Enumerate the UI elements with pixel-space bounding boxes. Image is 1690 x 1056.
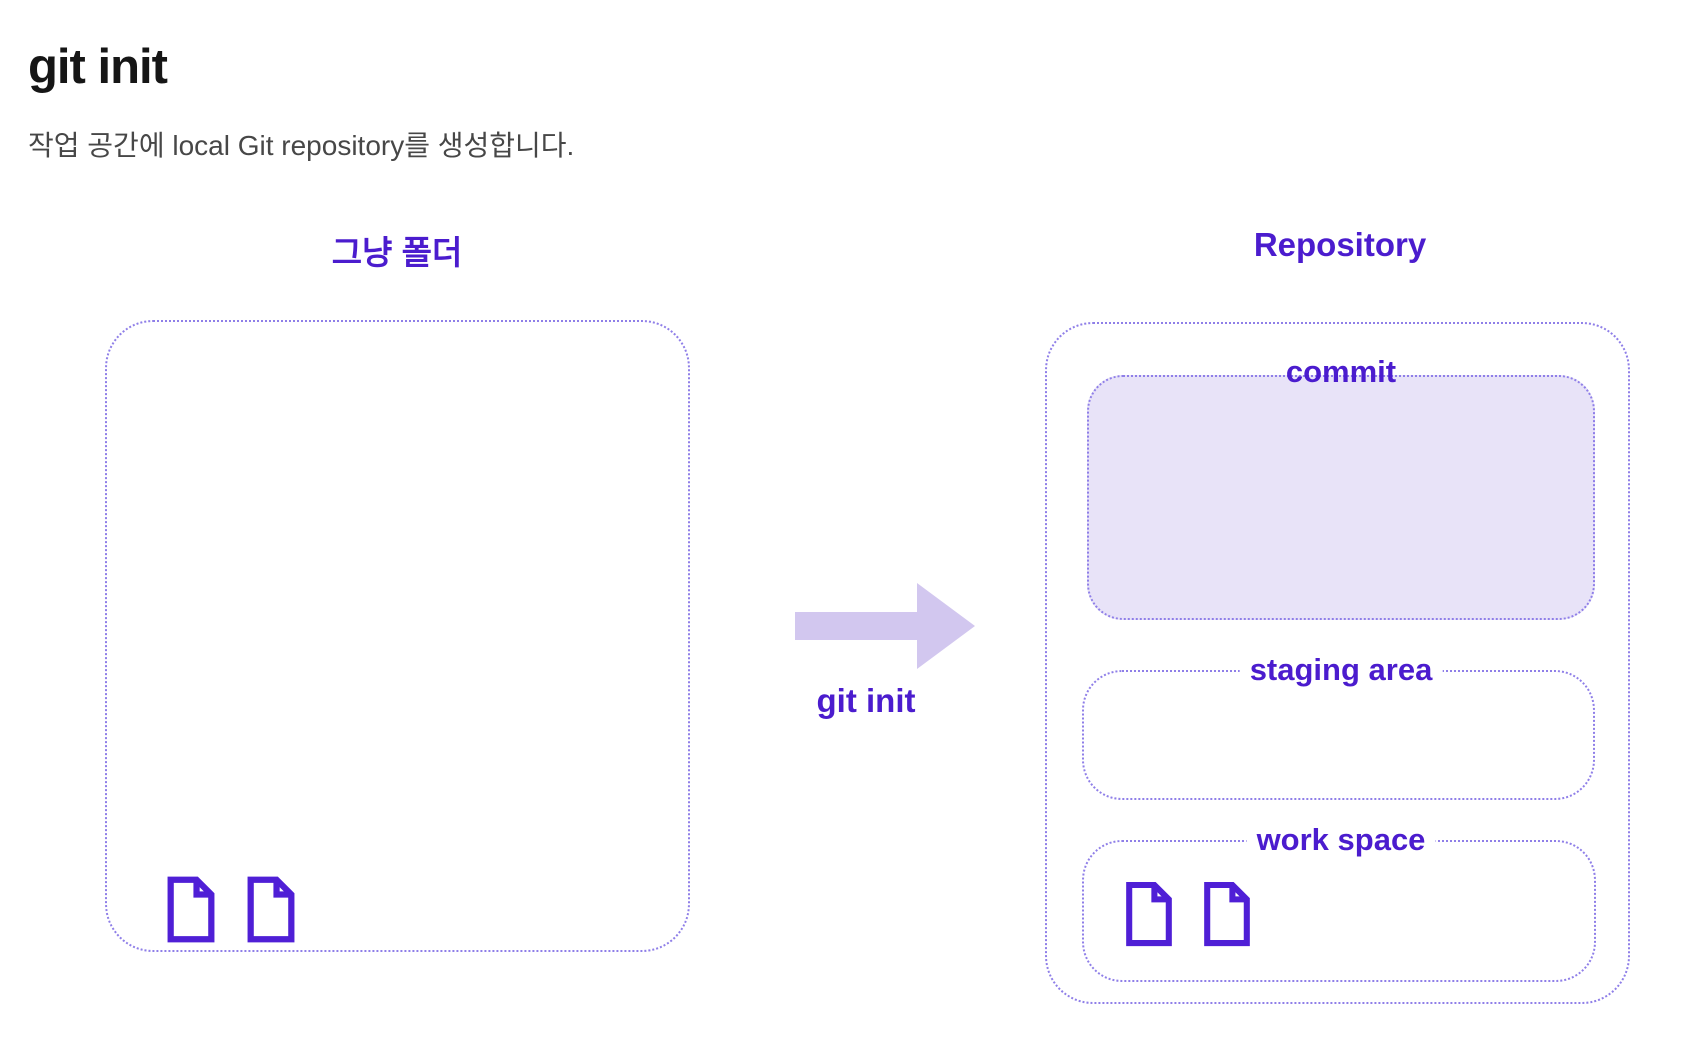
file-icon bbox=[163, 876, 219, 943]
left-files-row bbox=[163, 876, 299, 943]
commit-section bbox=[1087, 375, 1595, 620]
left-panel-title: 그냥 폴더 bbox=[331, 234, 463, 271]
file-icon bbox=[1122, 880, 1176, 948]
workspace-label: work space bbox=[1246, 821, 1436, 859]
file-icon bbox=[1200, 880, 1254, 948]
arrow-right-icon bbox=[795, 580, 977, 677]
arrow-command-label: git init bbox=[816, 682, 916, 719]
commit-label: commit bbox=[1285, 354, 1397, 389]
plain-folder-box bbox=[105, 320, 690, 952]
staging-area-section bbox=[1082, 670, 1595, 800]
workspace-files-row bbox=[1122, 880, 1254, 948]
repository-box bbox=[1045, 322, 1630, 1004]
right-panel-title: Repository bbox=[1253, 226, 1427, 263]
page-title: git init bbox=[28, 39, 168, 94]
staging-area-label: staging area bbox=[1239, 651, 1443, 689]
file-icon bbox=[243, 876, 299, 943]
page-subtitle: 작업 공간에 local Git repository를 생성합니다. bbox=[28, 130, 575, 161]
